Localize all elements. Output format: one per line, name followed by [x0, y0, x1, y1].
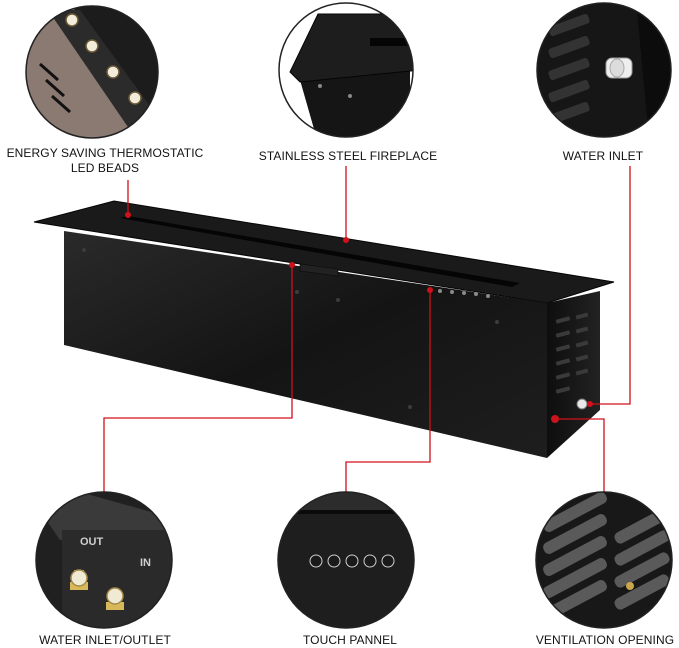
callout-energy-line1: ENERGY SAVING THERMOSTATIC [6, 146, 204, 160]
callout-dots [125, 212, 593, 422]
callout-water-inlet-outlet: WATER INLET/OUTLET [39, 633, 171, 647]
detail-stainless-steel [278, 2, 414, 138]
callout-ventilation-opening: VENTILATION OPENING [535, 633, 675, 647]
outlet-tag: OUT [80, 536, 104, 548]
callout-energy-saving-led: ENERGY SAVING THERMOSTATIC LED BEADS [0, 146, 210, 176]
detail-ventilation [535, 491, 673, 629]
inlet-tag: IN [140, 557, 151, 569]
callout-lines [103, 166, 631, 492]
detail-inlet-outlet: OUT IN [35, 491, 173, 629]
detail-touch-panel [277, 491, 415, 629]
callout-water-inlet: WATER INLET [562, 149, 644, 163]
detail-led-beads [25, 5, 159, 139]
detail-water-inlet [536, 2, 672, 138]
callout-stainless-steel: STAINLESS STEEL FIREPLACE [258, 149, 438, 163]
callout-touch-panel: TOUCH PANNEL [302, 633, 398, 647]
fireplace-body [33, 200, 615, 458]
callout-energy-line2: LED BEADS [70, 161, 140, 175]
